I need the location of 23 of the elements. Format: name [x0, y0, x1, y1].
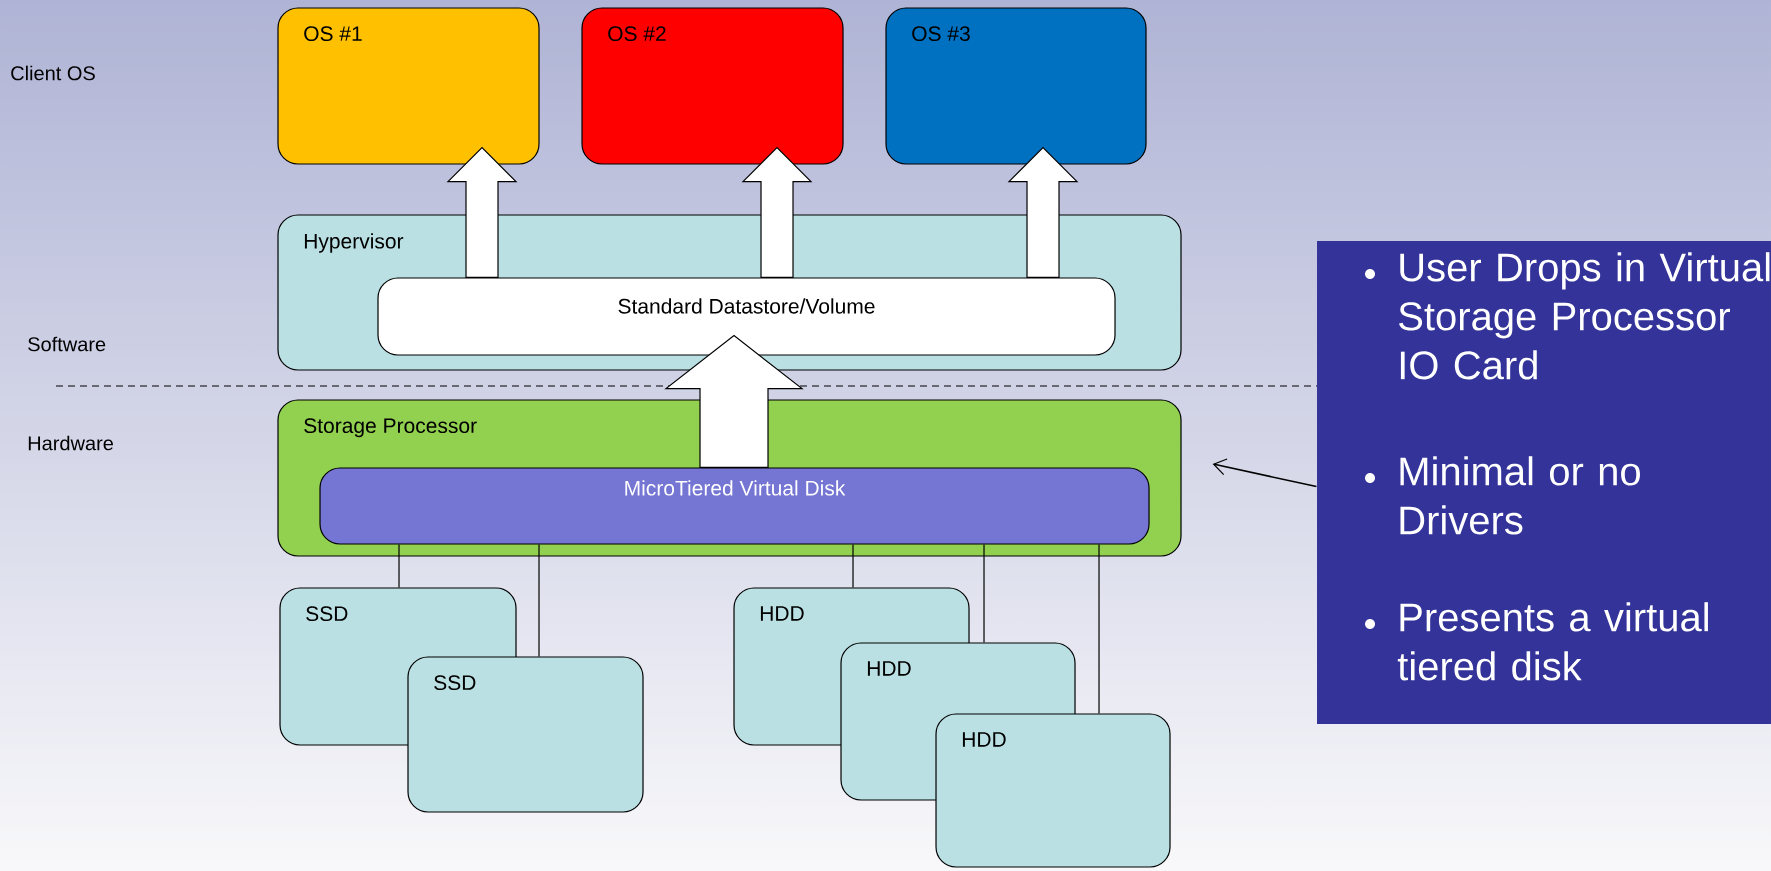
os-box: OS #3 — [885, 7, 1147, 165]
bullet-text: User Drops in Virtual Storage Processor IO Card — [1399, 252, 1770, 380]
os-box: OS #1 — [277, 7, 540, 165]
connector-line — [538, 544, 540, 657]
block-arrow — [664, 334, 804, 468]
block-arrow — [741, 146, 813, 278]
bullet-text: Presents a virtual tiered disk — [1397, 602, 1708, 681]
drive-box: SSD — [407, 656, 644, 813]
drive-box: HDD — [935, 713, 1171, 868]
block-arrow — [446, 146, 518, 278]
side-label: Client OS — [11, 65, 95, 81]
connector-line — [983, 544, 985, 643]
pointer-arrow — [1212, 458, 1318, 488]
side-label: Hardware — [28, 435, 113, 451]
datastore-box: Standard Datastore/Volume — [377, 277, 1116, 356]
bullet-text: Minimal or no Drivers — [1400, 456, 1640, 535]
side-label: Software — [28, 336, 106, 352]
connector-line — [398, 544, 400, 588]
callout-panel — [1317, 241, 1771, 724]
block-arrow — [1007, 146, 1079, 278]
os-box: OS #2 — [581, 7, 844, 165]
connector-line — [852, 544, 854, 588]
connector-line — [1098, 544, 1100, 714]
